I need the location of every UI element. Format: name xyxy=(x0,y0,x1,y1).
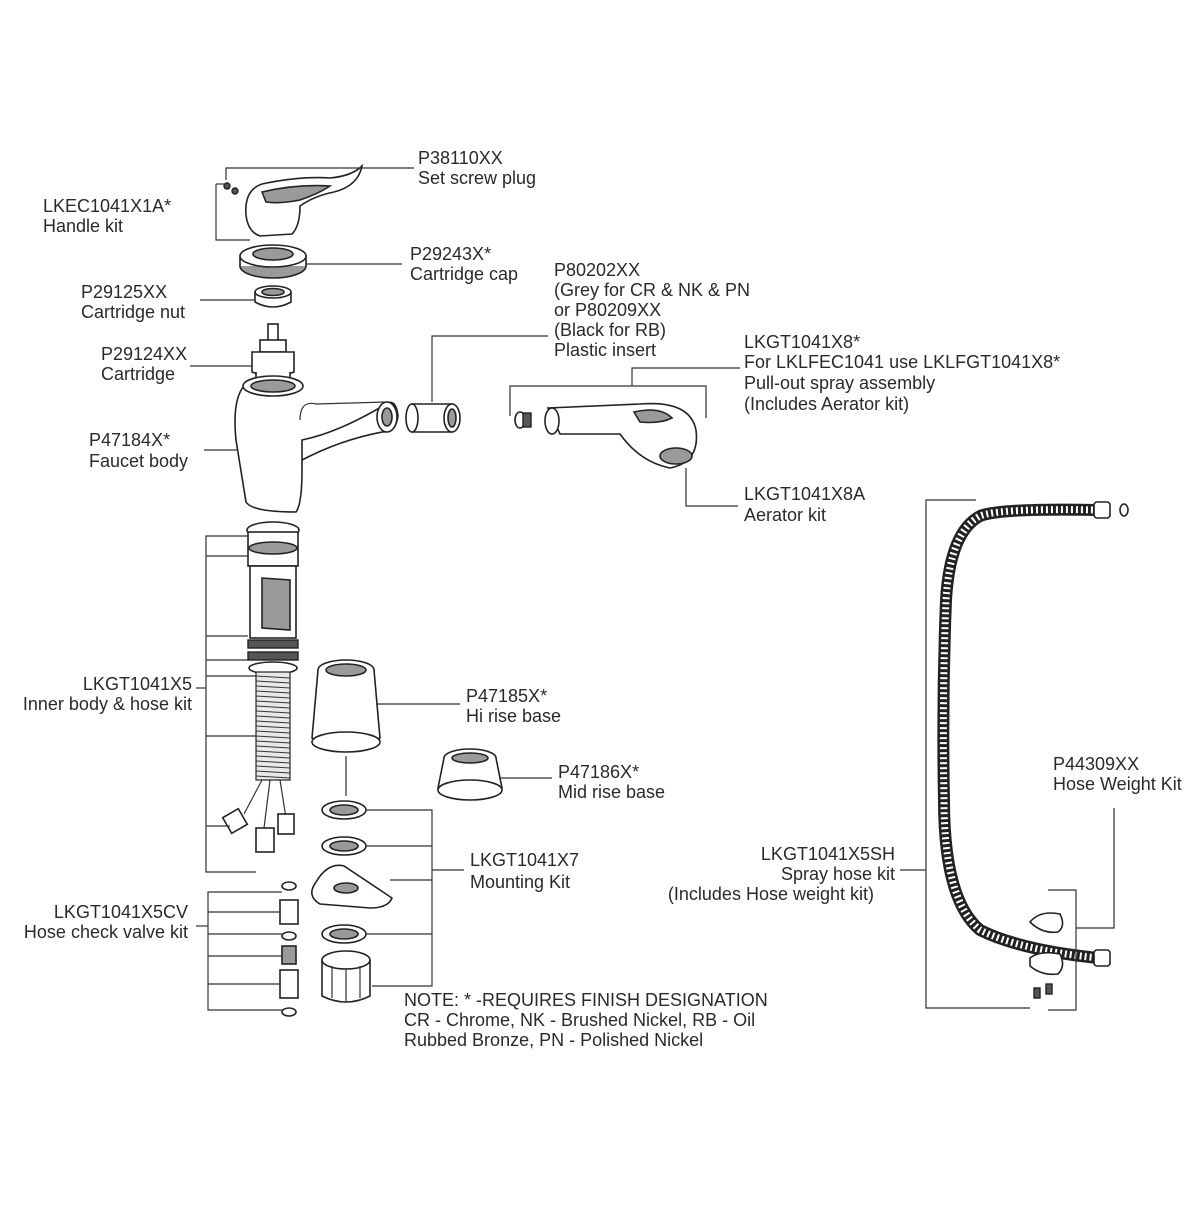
hose-rib xyxy=(255,750,291,754)
part-note: (Grey for CR & NK & PN xyxy=(554,280,750,300)
hose-rib xyxy=(255,695,291,699)
label-cartridge-cap: P29243X* Cartridge cap xyxy=(410,244,518,284)
hose-rib xyxy=(255,735,291,739)
hose-rib xyxy=(255,680,291,684)
hose-rib xyxy=(255,755,291,759)
check-valve-drawing xyxy=(279,881,299,1017)
label-faucet-body: P47184X* Faucet body xyxy=(89,430,188,471)
label-inner-body: LKGT1041X5 Inner body & hose kit xyxy=(23,674,192,714)
part-description: Plastic insert xyxy=(554,340,656,360)
part-number: P29243X* xyxy=(410,244,491,264)
part-number: P47184X* xyxy=(89,430,170,450)
label-cartridge-nut: P29125XX Cartridge nut xyxy=(81,282,185,322)
part-number: P44309XX xyxy=(1053,754,1139,774)
part-description: Mounting Kit xyxy=(470,872,570,892)
part-description: Faucet body xyxy=(89,451,188,471)
label-hose-weight-kit: P44309XX Hose Weight Kit xyxy=(1053,754,1182,794)
inner-body-hose-drawing xyxy=(221,521,300,853)
handle-drawing xyxy=(245,163,364,237)
part-note: For LKLFEC1041 use LKLFGT1041X8* xyxy=(744,352,1060,372)
hose-rib xyxy=(255,690,291,694)
spray-hose-drawing xyxy=(937,501,1129,967)
part-description: Set screw plug xyxy=(418,168,536,188)
part-description: Hose Weight Kit xyxy=(1053,774,1182,794)
hose-rib xyxy=(255,675,291,679)
part-description: Handle kit xyxy=(43,216,123,236)
hi-rise-base-drawing xyxy=(311,659,381,753)
cartridge-nut-drawing xyxy=(254,285,292,308)
mid-rise-base-drawing xyxy=(437,748,503,801)
part-number: P29124XX xyxy=(101,344,187,364)
mounting-kit-drawing xyxy=(311,800,393,1003)
part-number: LKGT1041X8A xyxy=(744,484,865,504)
part-number: LKGT1041X8* xyxy=(744,332,860,352)
leader-lines xyxy=(190,167,1115,1011)
part-note: (Includes Hose weight kit) xyxy=(668,884,874,904)
label-mounting-kit: LKGT1041X7 Mounting Kit xyxy=(470,850,579,892)
hose-rib xyxy=(255,770,291,774)
part-description: Spray hose kit xyxy=(781,864,895,884)
part-description: Cartridge nut xyxy=(81,302,185,322)
hose-rib xyxy=(255,765,291,769)
part-number: LKGT1041X7 xyxy=(470,850,579,870)
set-screw-plug-drawing xyxy=(223,182,239,195)
cartridge-cap-drawing xyxy=(239,244,307,279)
part-description: Cartridge cap xyxy=(410,264,518,284)
hose-rib xyxy=(255,685,291,689)
part-number: LKGT1041X5 xyxy=(83,674,192,694)
part-note: or P80209XX xyxy=(554,300,661,320)
label-cartridge: P29124XX Cartridge xyxy=(101,344,187,384)
label-mid-rise-base: P47186X* Mid rise base xyxy=(558,762,665,802)
label-aerator-kit: LKGT1041X8A Aerator kit xyxy=(744,484,865,525)
part-number: LKGT1041X5SH xyxy=(761,844,895,864)
part-number: P29125XX xyxy=(81,282,167,302)
faucet-body-drawing xyxy=(234,375,399,513)
label-check-valve-kit: LKGT1041X5CV Hose check valve kit xyxy=(24,902,188,942)
part-number: P47185X* xyxy=(466,686,547,706)
part-number: P47186X* xyxy=(558,762,639,782)
hose-weight-drawing xyxy=(1028,912,1064,999)
note-line: Rubbed Bronze, PN - Polished Nickel xyxy=(404,1030,703,1050)
hose-rib xyxy=(255,745,291,749)
hose-rib xyxy=(255,720,291,724)
part-description: Hi rise base xyxy=(466,706,561,726)
hose-rib xyxy=(255,710,291,714)
finish-note: NOTE: * -REQUIRES FINISH DESIGNATION CR … xyxy=(404,990,768,1050)
part-description: Mid rise base xyxy=(558,782,665,802)
part-description: Hose check valve kit xyxy=(24,922,188,942)
hose-rib xyxy=(255,740,291,744)
label-plastic-insert: P80202XX (Grey for CR & NK & PN or P8020… xyxy=(554,260,750,360)
part-number: P38110XX xyxy=(418,148,503,168)
hose-rib xyxy=(255,705,291,709)
hose-rib xyxy=(255,730,291,734)
note-line: CR - Chrome, NK - Brushed Nickel, RB - O… xyxy=(404,1010,755,1030)
label-spray-hose-kit: LKGT1041X5SH Spray hose kit (Includes Ho… xyxy=(668,844,895,904)
label-hi-rise-base: P47185X* Hi rise base xyxy=(466,686,561,726)
part-note: (Includes Aerator kit) xyxy=(744,394,909,414)
note-line: NOTE: * -REQUIRES FINISH DESIGNATION xyxy=(404,990,768,1010)
part-note: (Black for RB) xyxy=(554,320,666,340)
label-handle-kit: LKEC1041X1A* Handle kit xyxy=(43,196,171,236)
hose-rib xyxy=(255,700,291,704)
inner-hose-ribs xyxy=(255,675,291,779)
part-description: Cartridge xyxy=(101,364,175,384)
part-description: Pull-out spray assembly xyxy=(744,373,935,393)
part-number: LKEC1041X1A* xyxy=(43,196,171,216)
hose-rib xyxy=(255,775,291,779)
hose-rib xyxy=(255,725,291,729)
part-description: Inner body & hose kit xyxy=(23,694,192,714)
part-number: LKGT1041X5CV xyxy=(54,902,188,922)
hose-rib xyxy=(255,715,291,719)
plastic-insert-drawing xyxy=(405,403,461,433)
part-number: P80202XX xyxy=(554,260,640,280)
part-description: Aerator kit xyxy=(744,505,826,525)
hose-rib xyxy=(255,760,291,764)
pull-out-spray-drawing xyxy=(514,402,698,469)
label-set-screw-plug: P38110XX Set screw plug xyxy=(418,148,536,188)
label-spray-assembly: LKGT1041X8* For LKLFEC1041 use LKLFGT104… xyxy=(744,332,1060,414)
